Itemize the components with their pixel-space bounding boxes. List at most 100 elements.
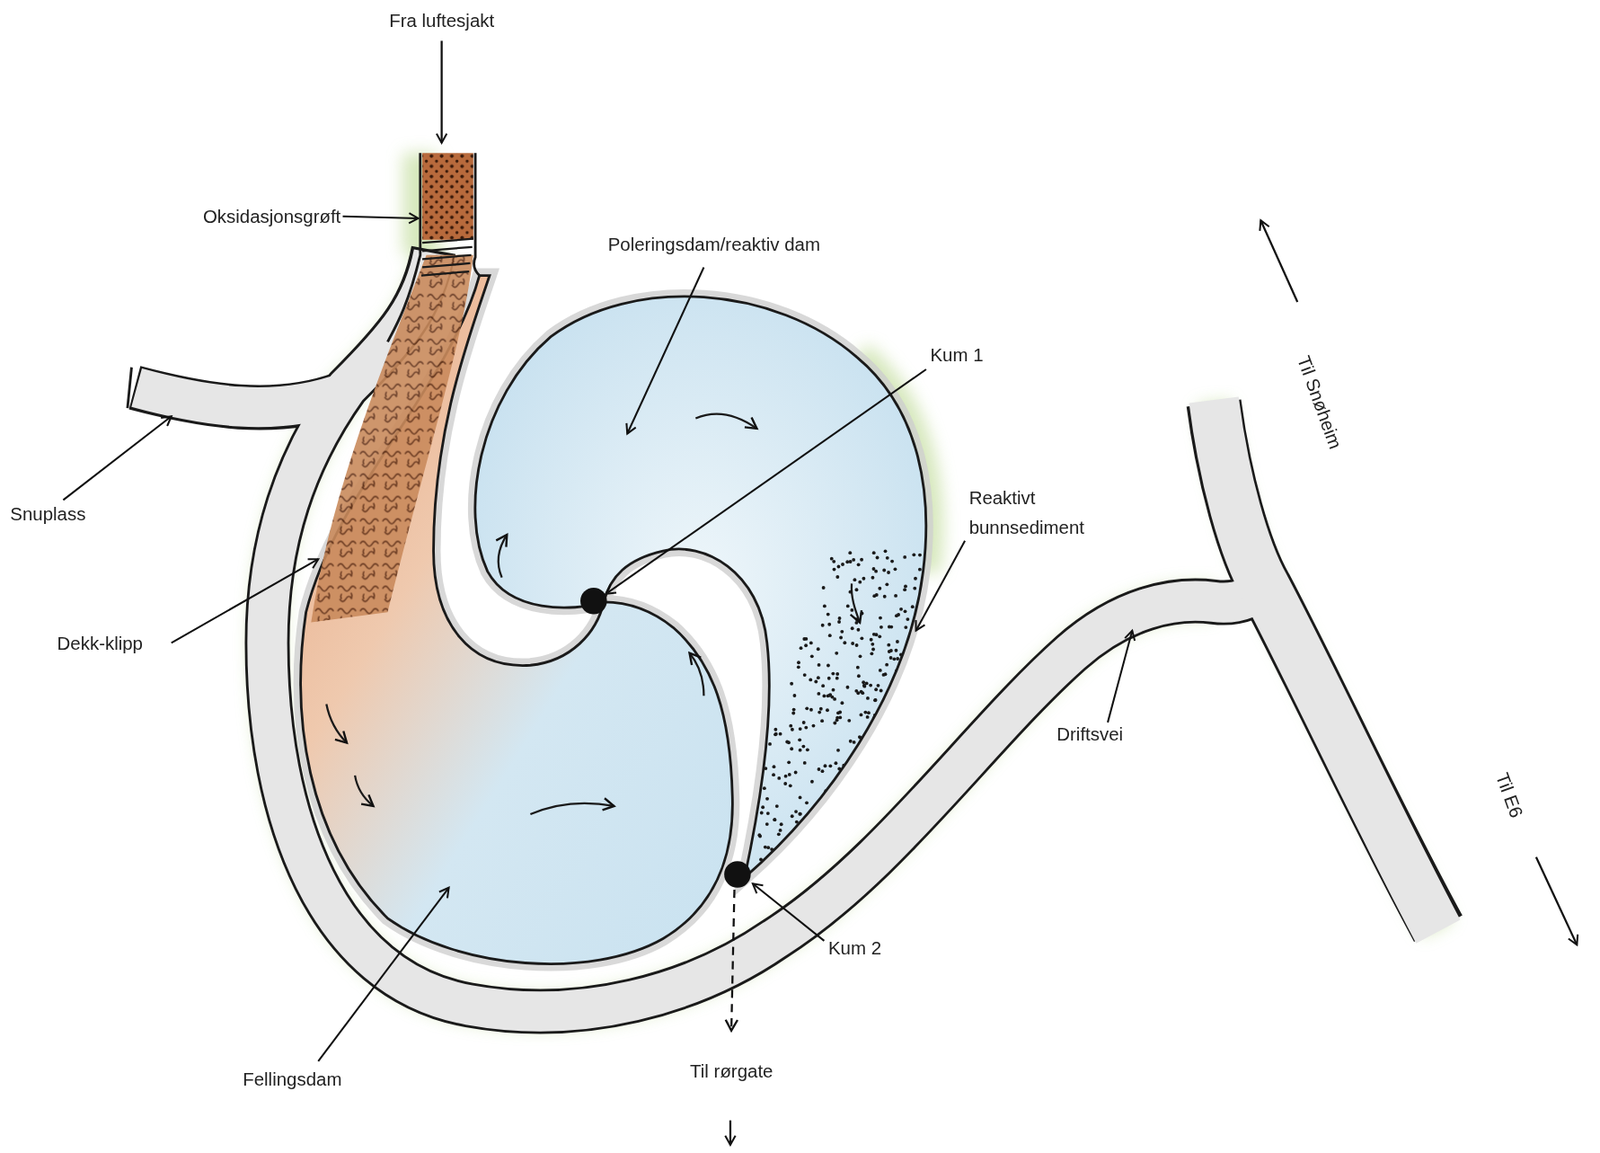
- sediment-dot: [822, 694, 826, 699]
- sediment-dot: [805, 849, 810, 854]
- sediment-dot: [872, 566, 876, 571]
- sediment-dot: [810, 836, 814, 840]
- sediment-dot: [838, 779, 842, 784]
- sediment-dot: [834, 651, 839, 655]
- sediment-dot: [885, 812, 890, 816]
- sediment-dot: [885, 847, 890, 851]
- sediment-dot: [916, 833, 920, 838]
- sediment-dot: [896, 746, 901, 751]
- label-holder: Poleringsdam/reaktiv dam: [608, 230, 823, 261]
- sediment-dot: [874, 698, 878, 702]
- sediment-dot: [896, 612, 901, 617]
- sediment-dot: [832, 697, 837, 701]
- sediment-dot: [879, 827, 884, 831]
- sediment-dot: [920, 601, 925, 606]
- sediment-dot: [926, 872, 930, 876]
- sediment-dot: [925, 819, 929, 823]
- sediment-dot: [760, 811, 764, 815]
- sediment-dot: [877, 861, 882, 866]
- sediment-dot: [784, 774, 788, 778]
- sediment-dot: [809, 640, 814, 645]
- sediment-dot: [925, 762, 929, 767]
- sediment-dot: [888, 841, 893, 846]
- sediment-dot: [879, 793, 884, 797]
- sediment-dot: [918, 697, 922, 701]
- sediment-dot: [758, 834, 762, 839]
- sediment-dot: [788, 783, 793, 787]
- sediment-dot: [798, 748, 803, 752]
- turning-area-end: [127, 367, 133, 408]
- sediment-dot: [893, 810, 898, 814]
- sediment-dot: [850, 641, 855, 646]
- sediment-dot: [919, 862, 924, 867]
- sediment-dot: [778, 732, 783, 736]
- sediment-dot: [802, 720, 806, 725]
- sediment-dot: [871, 647, 876, 652]
- sediment-dot: [792, 693, 796, 698]
- sediment-dot: [848, 550, 852, 555]
- sediment-dot: [917, 813, 921, 817]
- sediment-dot: [803, 672, 807, 677]
- sediment-dot: [835, 717, 840, 722]
- sediment-dot: [865, 879, 869, 884]
- sediment-dot: [858, 838, 863, 842]
- sediment-dot: [872, 716, 876, 720]
- sediment-dot: [852, 740, 857, 744]
- sediment-dot: [798, 795, 803, 800]
- sediment-dot: [835, 574, 840, 579]
- sediment-dot: [783, 781, 787, 786]
- sediment-dot: [857, 811, 861, 815]
- sediment-dot: [824, 825, 829, 830]
- sediment-dot: [817, 767, 822, 771]
- sediment-dot: [789, 746, 794, 751]
- sediment-dot: [871, 857, 876, 862]
- label-holder: Til Snøheim: [1288, 351, 1350, 455]
- sediment-dot: [837, 565, 841, 569]
- sediment-dot: [895, 823, 900, 828]
- sediment-dot: [903, 684, 908, 689]
- sediment-dot: [792, 707, 796, 712]
- sediment-dot: [882, 568, 886, 573]
- sediment-dot: [924, 676, 929, 681]
- sediment-dot: [866, 831, 870, 836]
- sediment-dot: [813, 680, 818, 684]
- sediment-dot: [928, 763, 932, 768]
- sediment-dot: [861, 576, 866, 581]
- sediment-dot: [863, 710, 867, 715]
- label-holder: Kum 1: [929, 340, 985, 371]
- sediment-dot: [860, 690, 865, 695]
- sediment-dot: [768, 863, 772, 867]
- sediment-dot: [877, 870, 882, 875]
- sediment-dot: [930, 684, 935, 689]
- sediment-dot: [919, 661, 923, 665]
- sediment-dot: [891, 871, 895, 876]
- sediment-dot: [788, 724, 793, 728]
- sediment-dot: [902, 587, 907, 592]
- sediment-dot: [854, 620, 858, 625]
- sediment-dot: [868, 779, 873, 784]
- sediment-dot: [833, 800, 838, 805]
- sediment-dot: [826, 839, 831, 843]
- sediment-dot: [883, 548, 888, 553]
- label-holder: Fellingsdam: [242, 1064, 344, 1095]
- sediment-dot: [915, 857, 920, 862]
- sediment-dot: [882, 771, 886, 776]
- sediment-dot: [809, 707, 814, 712]
- sediment-dot: [917, 841, 921, 846]
- sediment-dot: [919, 814, 924, 819]
- sediment-dot: [763, 766, 768, 770]
- sediment-dot: [904, 716, 909, 721]
- sediment-dot: [794, 770, 798, 775]
- sediment-dot: [912, 657, 917, 662]
- sediment-dot: [927, 706, 931, 710]
- sediment-dot: [798, 726, 803, 731]
- sediment-dot: [912, 586, 917, 591]
- sediment-dot: [851, 557, 856, 562]
- sediment-dot: [846, 864, 850, 868]
- sediment-dot: [808, 677, 813, 681]
- sediment-dot: [838, 616, 842, 620]
- sediment-dot: [879, 689, 884, 693]
- sediment-dot: [856, 690, 860, 695]
- sediment-dot: [824, 864, 829, 868]
- sediment-dot: [786, 760, 791, 764]
